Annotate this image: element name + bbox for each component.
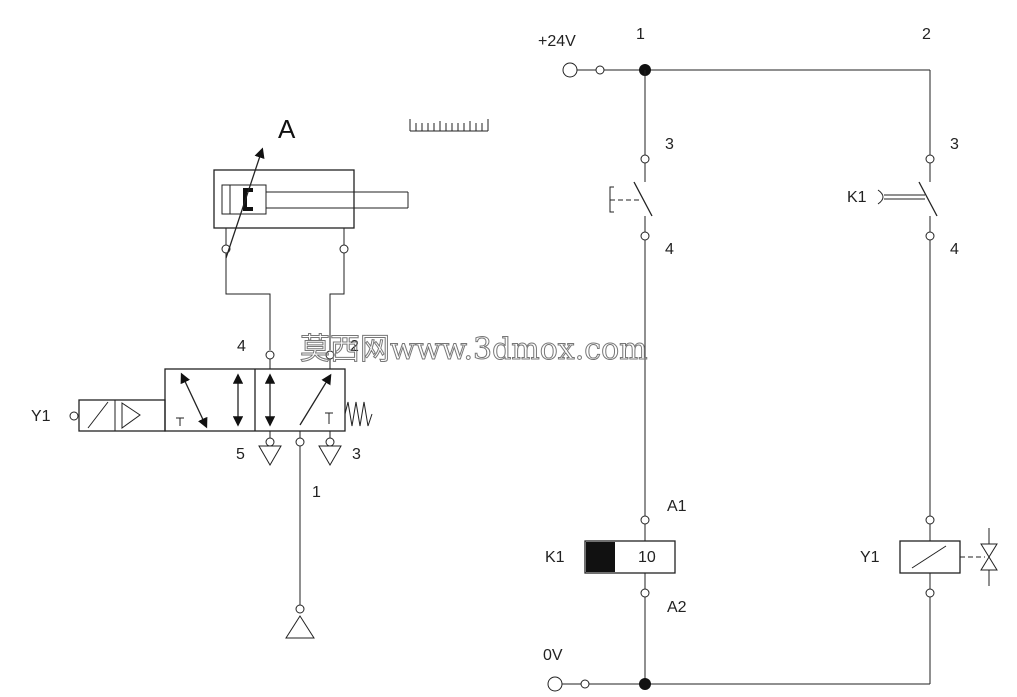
electrical-circuit: +24V 1 2 3 4 A1 10 K1 A2 <box>538 26 998 692</box>
relay-label: K1 <box>545 549 565 566</box>
valve-symbol-icon <box>980 528 998 586</box>
pipe-port-4 <box>225 253 271 350</box>
rung2-terminal-4: 4 <box>950 241 959 258</box>
solenoid-actuator <box>69 399 166 432</box>
directional-valve <box>164 368 346 432</box>
relay-a2-label: A2 <box>667 599 687 616</box>
port-3-label: 3 <box>352 446 361 463</box>
spring-icon <box>344 401 373 427</box>
scale-ruler-icon <box>409 119 489 132</box>
rung1-terminal-3: 3 <box>665 136 674 153</box>
pressure-source-icon <box>285 615 315 639</box>
rung-2-label: 2 <box>922 26 931 43</box>
valve-port-4 <box>265 350 275 360</box>
terminal-negative <box>547 676 563 692</box>
watermark: 莫西网www.3dmox.com <box>300 332 648 367</box>
pipe-port-2 <box>329 253 345 350</box>
port-1-label: 1 <box>312 484 321 501</box>
supply-positive-label: +24V <box>538 33 576 50</box>
terminal-positive <box>562 62 578 78</box>
relay-a1-label: A1 <box>667 498 687 515</box>
rung1-terminal-4: 4 <box>665 241 674 258</box>
relay-contact <box>918 181 938 217</box>
cylinder-port-right <box>339 244 349 254</box>
exhaust-icon <box>258 445 282 466</box>
relay-coil <box>584 540 676 574</box>
solenoid-label: Y1 <box>31 408 51 425</box>
port-2-label: 2 <box>350 338 359 355</box>
rung-1-label: 1 <box>636 26 645 43</box>
exhaust-icon <box>318 445 342 466</box>
cylinder-label: A <box>278 114 296 144</box>
pneumatic-circuit: A 4 2 <box>31 114 489 639</box>
pushbutton-contact <box>633 181 653 217</box>
junction-dot <box>639 678 651 690</box>
valve-port-5 <box>265 437 275 447</box>
port-4-label: 4 <box>237 338 246 355</box>
valve-coil <box>899 540 961 574</box>
supply-port <box>295 604 305 614</box>
valve-port-1 <box>295 437 305 447</box>
relay-number: 10 <box>638 549 656 566</box>
cylinder <box>213 147 409 259</box>
contact-label: K1 <box>847 189 867 206</box>
valve-coil-label: Y1 <box>860 549 880 566</box>
port-5-label: 5 <box>236 446 245 463</box>
supply-negative-label: 0V <box>543 647 563 664</box>
rung2-terminal-3: 3 <box>950 136 959 153</box>
valve-port-3 <box>325 437 335 447</box>
